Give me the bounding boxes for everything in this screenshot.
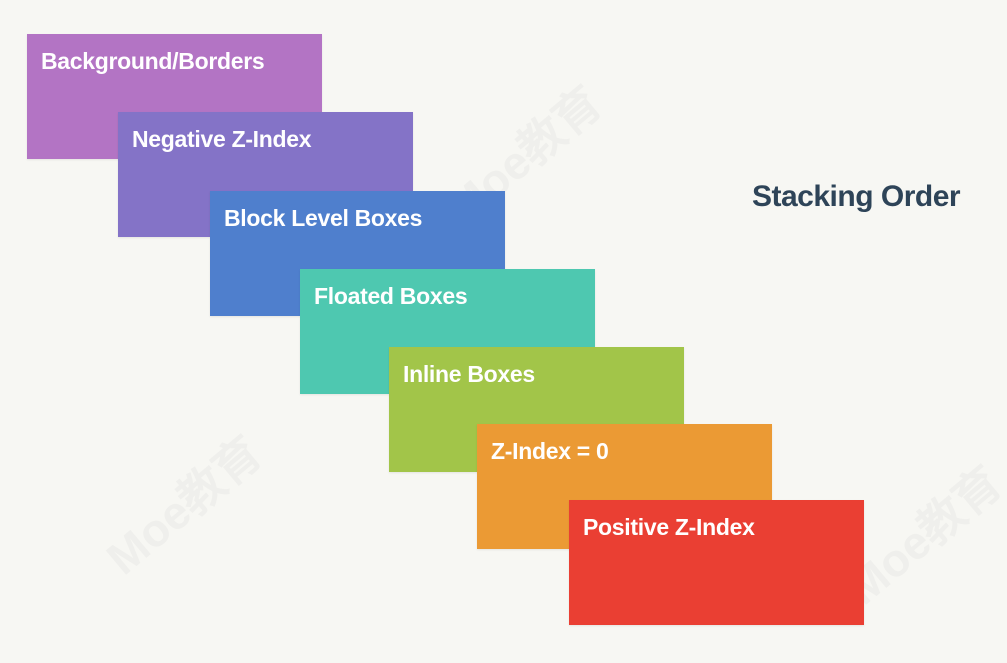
layer-label: Background/Borders	[41, 48, 265, 74]
diagram-title: Stacking Order	[752, 180, 961, 213]
layer-label: Floated Boxes	[314, 283, 468, 309]
layer-label: Positive Z-Index	[583, 514, 755, 540]
layer-label: Inline Boxes	[403, 361, 535, 387]
layer-positive-z-index: Positive Z-Index	[569, 500, 864, 625]
layer-label: Block Level Boxes	[224, 205, 423, 231]
layer-label: Z-Index = 0	[491, 438, 609, 464]
layer-label: Negative Z-Index	[132, 126, 312, 152]
watermark-bottom-left: Moe教育	[96, 426, 272, 585]
